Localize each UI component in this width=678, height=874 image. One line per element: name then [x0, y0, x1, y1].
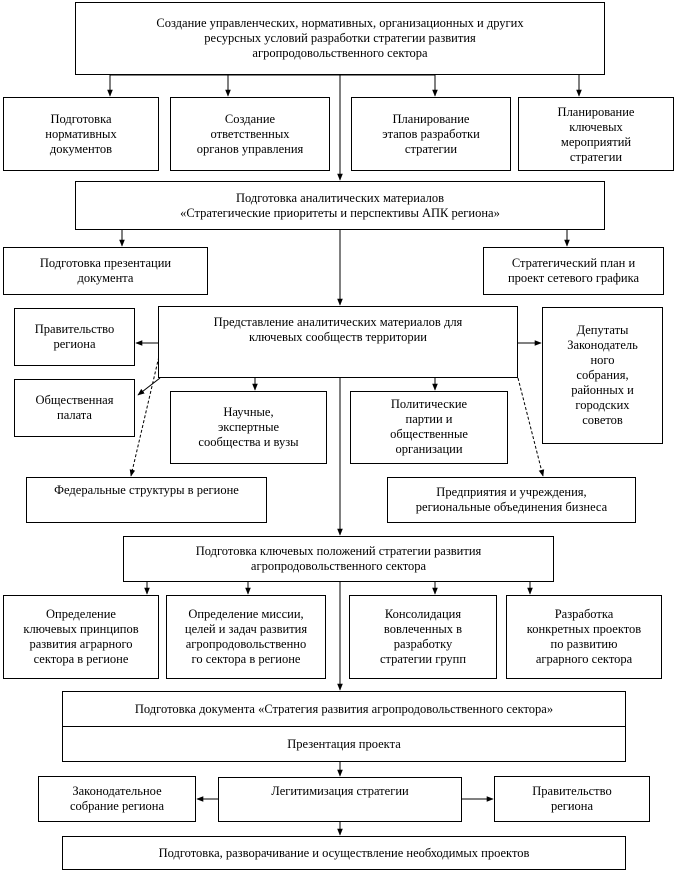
legitimization-box: Легитимизация стратегии [218, 777, 462, 822]
strategy-document-box: Подготовка документа «Стратегия развития… [62, 691, 626, 727]
legislative-assembly-box: Законодательное собрание региона [38, 776, 196, 822]
key-principles-box: Определение ключевых принципов развития … [3, 595, 159, 679]
key-events-planning-box: Планирование ключевых мероприятий страте… [518, 97, 674, 171]
analytical-materials-box: Подготовка аналитических материалов «Стр… [75, 181, 605, 230]
regulatory-documents-box: Подготовка нормативных документов [3, 97, 159, 171]
specific-projects-box: Разработка конкретных проектов по развит… [506, 595, 662, 679]
scientific-communities-box: Научные, экспертные сообщества и вузы [170, 391, 327, 464]
management-bodies-box: Создание ответственных органов управлени… [170, 97, 330, 171]
government-final-box: Правительство региона [494, 776, 650, 822]
stage-planning-box: Планирование этапов разработки стратегии [351, 97, 511, 171]
political-parties-box: Политические партии и общественные орган… [350, 391, 508, 464]
enterprises-business-box: Предприятия и учреждения, региональные о… [387, 477, 636, 523]
consolidation-box: Консолидация вовлеченных в разработку ст… [349, 595, 497, 679]
regional-government-box: Правительство региона [14, 308, 135, 366]
strategic-plan-box: Стратегический план и проект сетевого гр… [483, 247, 664, 295]
presentation-to-communities-box: Представление аналитических материалов д… [158, 306, 518, 378]
project-implementation-box: Подготовка, разворачивание и осуществлен… [62, 836, 626, 870]
project-presentation-box: Презентация проекта [62, 726, 626, 762]
presentation-prep-box: Подготовка презентации документа [3, 247, 208, 295]
key-provisions-box: Подготовка ключевых положений стратегии … [123, 536, 554, 582]
federal-structures-box: Федеральные структуры в регионе [26, 477, 267, 523]
resource-conditions-box: Создание управленческих, нормативных, ор… [75, 2, 605, 75]
deputies-box: Депутаты Законодатель ного собрания, рай… [542, 307, 663, 444]
mission-goals-box: Определение миссии, целей и задач развит… [166, 595, 326, 679]
public-chamber-box: Общественная палата [14, 379, 135, 437]
